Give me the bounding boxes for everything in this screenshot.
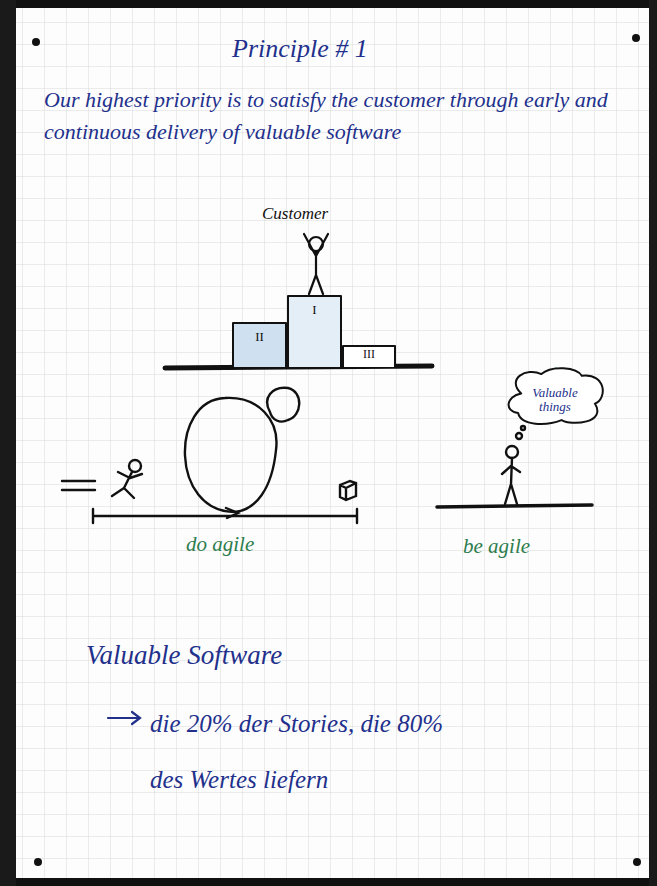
podium-outline	[232, 322, 287, 367]
place-number: III	[363, 348, 375, 361]
cloud-text: Valuable things	[520, 386, 590, 415]
be-agile-label: be agile	[463, 534, 530, 559]
note-heading: Valuable Software	[86, 640, 282, 671]
thought-cloud: Valuable things	[503, 364, 607, 426]
place-number: I	[312, 303, 316, 317]
note-body: die 20% der Stories, die 80% des Wertes …	[150, 696, 460, 808]
principle-statement: Our highest priority is to satisfy the c…	[44, 84, 648, 148]
podium-first: I	[287, 295, 342, 367]
place-number: II	[255, 330, 264, 344]
customer-label: Customer	[262, 204, 328, 224]
podium-second: II	[232, 322, 287, 367]
do-agile-label: do agile	[186, 532, 254, 557]
page-title: Principle # 1	[0, 34, 600, 64]
podium-third: III	[342, 345, 396, 367]
